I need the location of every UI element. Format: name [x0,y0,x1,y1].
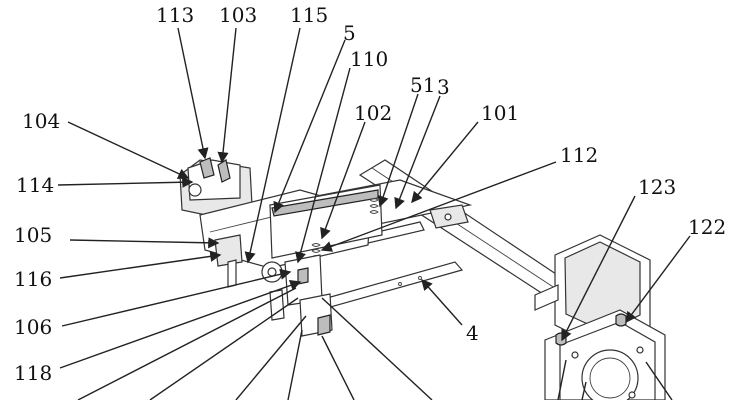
label-116: 116 [14,267,52,291]
label-123: 123 [638,175,676,199]
label-102: 102 [354,101,392,125]
label-106: 106 [14,315,52,339]
label-122: 122 [688,215,726,239]
label-114: 114 [16,173,54,197]
label-115: 115 [290,3,328,27]
label-104: 104 [22,109,60,133]
label-101: 101 [481,101,519,125]
label-118: 118 [14,361,52,385]
label-112: 112 [560,143,598,167]
label-105: 105 [14,223,52,247]
label-113: 113 [156,3,194,27]
label-4: 4 [466,321,479,345]
label-110: 110 [350,47,388,71]
label-103: 103 [219,3,257,27]
reference-labels: 113 103 115 5 110 51 3 102 101 104 112 1… [14,3,726,385]
label-5: 5 [343,21,356,45]
label-51: 51 [410,73,435,97]
leader-lines [57,27,691,400]
label-3: 3 [437,75,450,99]
mechanism-drawing [179,157,666,400]
